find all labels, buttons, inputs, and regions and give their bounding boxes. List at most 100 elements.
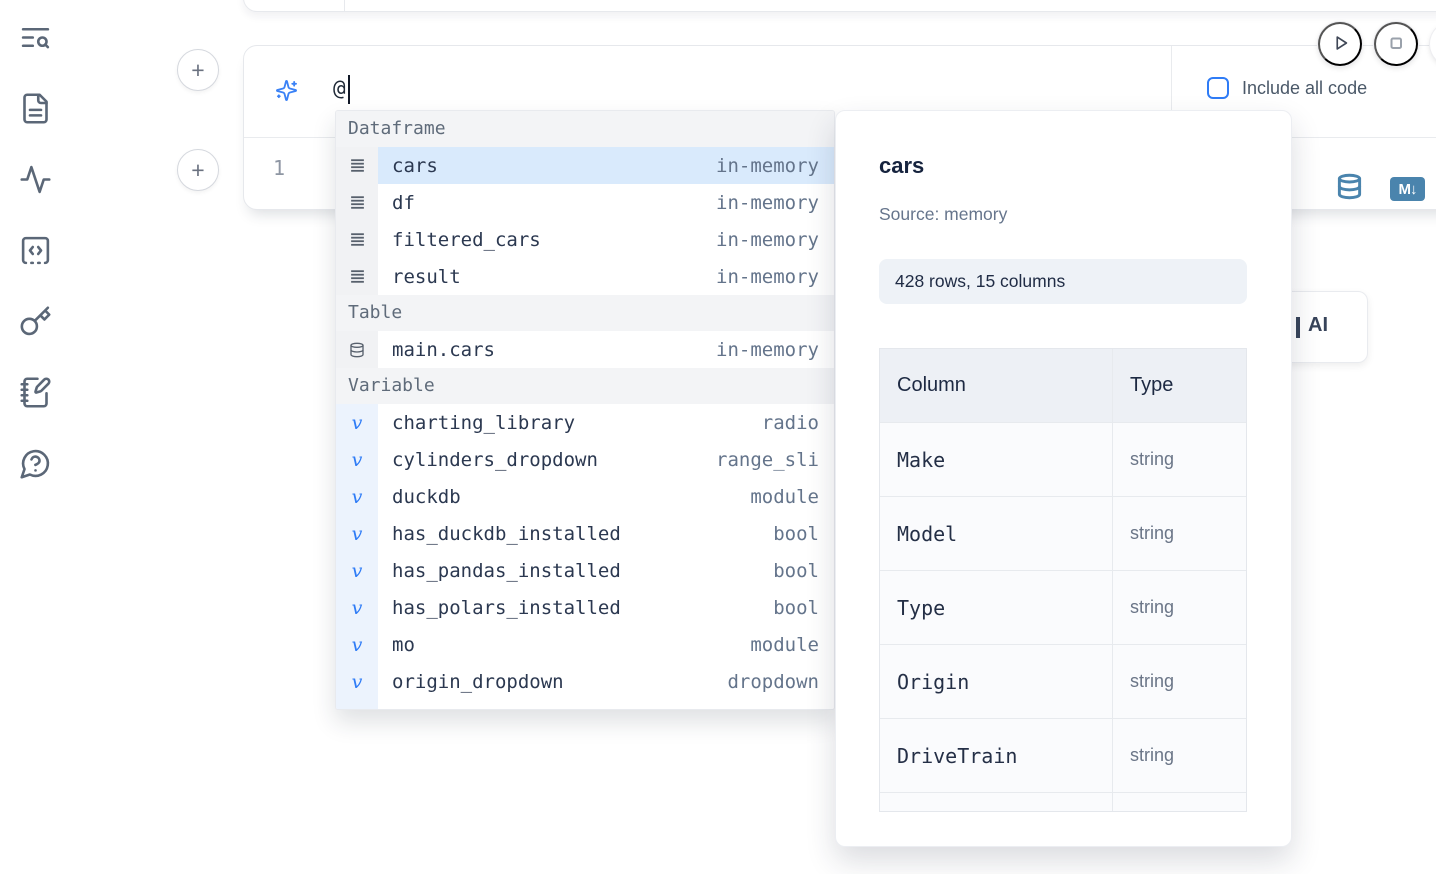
include-all-code-checkbox[interactable] [1207, 77, 1229, 99]
completion-name: mo [392, 633, 415, 656]
activity-icon[interactable] [18, 162, 52, 196]
completion-type: module [750, 633, 819, 656]
completion-name: df [392, 191, 415, 214]
text-search-icon[interactable] [18, 20, 52, 54]
completion-name: cars [392, 154, 438, 177]
autocomplete-item[interactable]: v cylinders_dropdown range_sli [336, 441, 834, 478]
completion-type: in-memory [716, 154, 819, 177]
autocomplete-list: Dataframe cars in-memory df in-memory filtere… [336, 111, 834, 710]
variable-icon: v [336, 589, 378, 626]
column-cell: DriveTrain [880, 719, 1113, 792]
database-icon [336, 331, 378, 368]
table-row: Origin string [880, 645, 1246, 719]
column-cell: Type [880, 571, 1113, 644]
completion-name: origin_dropdown [392, 670, 564, 693]
completion-type: dropdown [727, 670, 819, 693]
include-all-code-toggle[interactable]: Include all code [1207, 77, 1367, 99]
completion-type: in-memory [716, 191, 819, 214]
completion-name: pd [392, 708, 415, 710]
database-icon[interactable] [1336, 171, 1363, 207]
table-header-row: Column Type [880, 349, 1246, 423]
run-cell-button[interactable] [1318, 22, 1362, 66]
completion-name: result [392, 265, 461, 288]
autocomplete-item[interactable]: cars in-memory [336, 147, 834, 184]
completion-type: module [750, 708, 819, 710]
ai-prompt-input[interactable]: @ [333, 76, 346, 100]
dataframe-icon [336, 221, 378, 258]
add-cell-button-top[interactable]: + [177, 49, 219, 91]
dataframe-icon [336, 258, 378, 295]
dataframe-icon [336, 184, 378, 221]
preview-title: cars [879, 153, 925, 178]
autocomplete-item[interactable]: v has_duckdb_installed bool [336, 515, 834, 552]
ai-button-label: AI [1308, 314, 1328, 336]
autocomplete-item[interactable]: vpdmodule [336, 700, 834, 710]
column-cell: Column [880, 349, 1113, 422]
completion-name: has_pandas_installed [392, 559, 621, 582]
code-square-icon[interactable] [18, 233, 52, 267]
column-cell: Origin [880, 645, 1113, 718]
include-all-code-label: Include all code [1242, 77, 1368, 98]
previous-cell-bottom-edge [243, 0, 1436, 12]
completion-type: bool [773, 596, 819, 619]
type-cell [1113, 793, 1246, 811]
table-row: DriveTrain string [880, 719, 1246, 793]
autocomplete-item[interactable]: result in-memory [336, 258, 834, 295]
line-number: 1 [273, 156, 286, 180]
variable-icon: v [336, 552, 378, 589]
dataframe-icon [336, 147, 378, 184]
type-cell: string [1130, 745, 1175, 765]
table-row [880, 793, 1246, 811]
markdown-icon[interactable]: M↓ [1390, 177, 1425, 201]
column-cell: Model [880, 497, 1113, 570]
autocomplete-dropdown: Dataframe cars in-memory df in-memory filtere… [335, 110, 835, 710]
completion-type: module [750, 485, 819, 508]
help-circle-icon[interactable] [18, 446, 52, 480]
variable-icon: v [336, 478, 378, 515]
type-cell: string [1130, 671, 1175, 691]
preview-shape-badge: 428 rows, 15 columns [879, 259, 1247, 304]
completion-type: bool [773, 522, 819, 545]
completion-type: bool [773, 559, 819, 582]
notebook-pen-icon[interactable] [18, 375, 52, 409]
completion-name: charting_library [392, 411, 576, 434]
file-text-icon[interactable] [18, 91, 52, 125]
completion-name: has_duckdb_installed [392, 522, 621, 545]
column-cell: Make [880, 423, 1113, 496]
key-icon[interactable] [18, 304, 52, 338]
completion-type: range_sli [716, 448, 819, 471]
autocomplete-section-header: Table [336, 295, 834, 331]
completion-name: duckdb [392, 485, 461, 508]
autocomplete-item[interactable]: v has_pandas_installed bool [336, 552, 834, 589]
dataframe-preview-popup: cars Source: memory 428 rows, 15 columns… [835, 110, 1292, 847]
cell-gutter-divider [344, 0, 345, 11]
completion-type: radio [761, 411, 819, 434]
stop-icon [1384, 31, 1408, 58]
partial-toolbar-button[interactable] [1430, 22, 1436, 66]
stop-button[interactable] [1374, 22, 1418, 66]
add-cell-button-bottom[interactable]: + [177, 149, 219, 191]
autocomplete-item[interactable]: df in-memory [336, 184, 834, 221]
play-icon [1329, 32, 1351, 57]
completion-name: cylinders_dropdown [392, 448, 598, 471]
variable-icon: v [336, 515, 378, 552]
variable-icon: v [336, 441, 378, 478]
autocomplete-section-header: Dataframe [336, 111, 834, 147]
type-cell: Type [1130, 374, 1174, 396]
helper-sidebar [18, 20, 56, 480]
divider [1171, 46, 1172, 137]
completion-type: in-memory [716, 265, 819, 288]
completion-type: in-memory [716, 338, 819, 361]
